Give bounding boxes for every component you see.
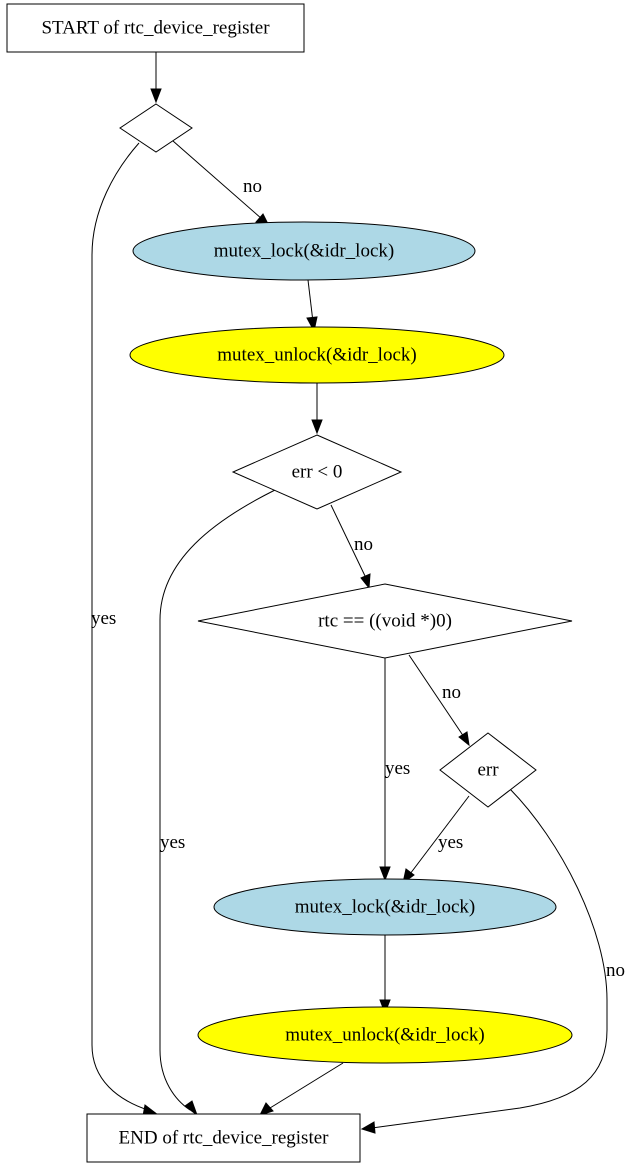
edge-errlt0-no	[330, 504, 367, 579]
arrowhead	[379, 866, 391, 882]
mutex-unlock-label-2: mutex_unlock(&idr_lock)	[285, 1025, 484, 1046]
arrowhead	[360, 1121, 376, 1134]
edge-label-decision-yes: yes	[91, 608, 116, 629]
start-label: START of rtc_device_register	[41, 18, 270, 39]
err-diamond	[439, 732, 537, 808]
edge-labels: no yes no yes no yes yes no	[91, 176, 625, 981]
edge-label-err-no: no	[606, 960, 625, 981]
edge-label-decision-no: no	[243, 176, 262, 197]
edge-err-yes	[409, 795, 470, 875]
arrowhead	[311, 419, 323, 435]
arrowhead	[184, 1100, 199, 1117]
start-node: START of rtc_device_register	[6, 3, 305, 53]
decision-node-err: err	[439, 732, 537, 808]
mutex-unlock-ellipse-1	[129, 326, 505, 384]
end-node: END of rtc_device_register	[86, 1113, 361, 1163]
edge-label-errlt0-yes: yes	[160, 832, 185, 853]
edge-label-errlt0-no: no	[354, 534, 373, 555]
mutex-unlock-node-1: mutex_unlock(&idr_lock)	[129, 326, 505, 384]
mutex-unlock-label-1: mutex_unlock(&idr_lock)	[217, 345, 416, 366]
mutex-lock-ellipse-2	[213, 878, 557, 936]
arrowhead	[360, 573, 371, 590]
edge-lock1-to-unlock1	[307, 279, 314, 323]
decision-node-err-lt-0: err < 0	[231, 434, 403, 510]
arrowhead	[458, 731, 470, 747]
edge-decision-no	[172, 140, 263, 220]
rtc-null-label: rtc == ((void *)0)	[318, 611, 452, 632]
arrowhead	[259, 1102, 274, 1116]
edge-label-rtcnull-no: no	[442, 682, 461, 703]
err-label: err	[477, 760, 499, 781]
mutex-lock-label-1: mutex_lock(&idr_lock)	[214, 241, 394, 262]
rtc-null-diamond	[197, 583, 573, 659]
edge-err-no	[371, 788, 608, 1129]
mutex-lock-ellipse-1	[132, 221, 476, 281]
mutex-lock-label-2: mutex_lock(&idr_lock)	[295, 897, 475, 918]
decision-diamond	[119, 103, 193, 153]
edge-rtcnull-no	[408, 654, 465, 738]
decision-node-empty	[119, 103, 193, 153]
mutex-unlock-node-2: mutex_unlock(&idr_lock)	[197, 1006, 573, 1064]
mutex-lock-node-1: mutex_lock(&idr_lock)	[132, 221, 476, 281]
nodes: START of rtc_device_register mutex_lock(…	[6, 3, 573, 1163]
edge-label-rtcnull-yes: yes	[385, 758, 410, 779]
end-box	[86, 1113, 361, 1163]
edge-decision-yes	[91, 142, 149, 1111]
err-lt-0-label: err < 0	[292, 462, 343, 483]
err-lt-0-diamond	[231, 434, 403, 510]
end-label: END of rtc_device_register	[119, 1128, 330, 1149]
edge-label-err-yes: yes	[438, 832, 463, 853]
start-box	[6, 3, 305, 53]
decision-node-rtc-null: rtc == ((void *)0)	[197, 583, 573, 659]
edge-unlock2-to-end	[269, 1062, 344, 1109]
arrowhead	[150, 88, 162, 104]
mutex-lock-node-2: mutex_lock(&idr_lock)	[213, 878, 557, 936]
mutex-unlock-ellipse-2	[197, 1006, 573, 1064]
edge-errlt0-yes	[159, 489, 276, 1111]
